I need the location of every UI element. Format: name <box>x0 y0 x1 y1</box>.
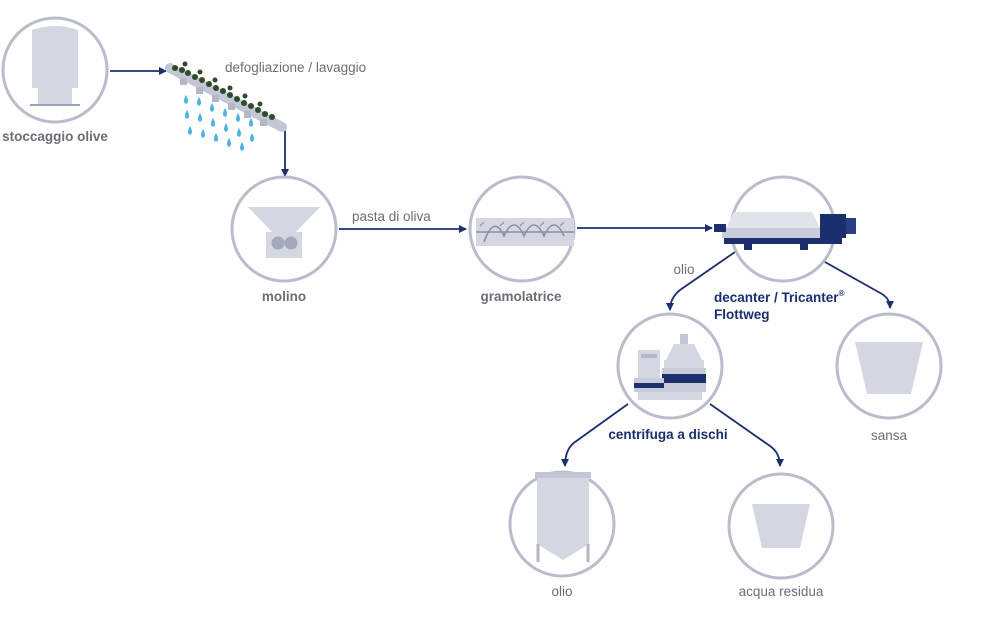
washing-conveyor-icon: defogliazione / lavaggio <box>165 60 366 151</box>
oil-tank-icon <box>535 472 591 562</box>
arrow-decanter-to-pomace <box>799 247 894 309</box>
disc-centrifuge-icon <box>634 334 706 400</box>
oil-flow-label: olio <box>673 262 694 277</box>
storage-label: stoccaggio olive <box>2 129 108 144</box>
decanter-label-line2: Flottweg <box>714 307 770 322</box>
pomace-label: sansa <box>871 428 908 443</box>
mill-icon <box>248 207 320 258</box>
centrifuge-node: centrifuga a dischi <box>608 312 728 442</box>
storage-node: stoccaggio olive <box>1 16 109 144</box>
decanter-node: decanter / Tricanter® Flottweg <box>714 175 856 322</box>
paste-label: pasta di oliva <box>352 209 431 224</box>
malaxer-screw-icon <box>476 218 574 246</box>
flow-arrows <box>110 67 894 467</box>
arrow-centrifuge-to-wastewater <box>709 403 784 467</box>
pomace-node: sansa <box>835 312 943 443</box>
decanter-machine-icon <box>714 212 856 250</box>
silo-icon <box>30 26 80 106</box>
oil-node: olio <box>508 470 616 599</box>
arrow-decanter-to-centrifuge <box>666 251 736 311</box>
centrifuge-label: centrifuga a dischi <box>608 427 727 442</box>
mill-node: molino <box>230 175 338 304</box>
decanter-label-line1: decanter / Tricanter® <box>714 289 845 305</box>
washing-label: defogliazione / lavaggio <box>225 60 366 75</box>
wastewater-label: acqua residua <box>739 584 824 599</box>
decanter-label-text: decanter / Tricanter <box>714 290 839 305</box>
arrow-centrifuge-to-oil <box>561 403 629 467</box>
water-container-icon <box>752 504 810 548</box>
pomace-container-icon <box>855 342 923 394</box>
mill-label: molino <box>262 289 306 304</box>
decanter-registered-mark: ® <box>839 289 845 298</box>
wastewater-node: acqua residua <box>727 472 835 599</box>
oil-out-label: olio <box>551 584 572 599</box>
malaxer-label: gramolatrice <box>480 289 562 304</box>
malaxer-node: gramolatrice <box>468 175 576 304</box>
